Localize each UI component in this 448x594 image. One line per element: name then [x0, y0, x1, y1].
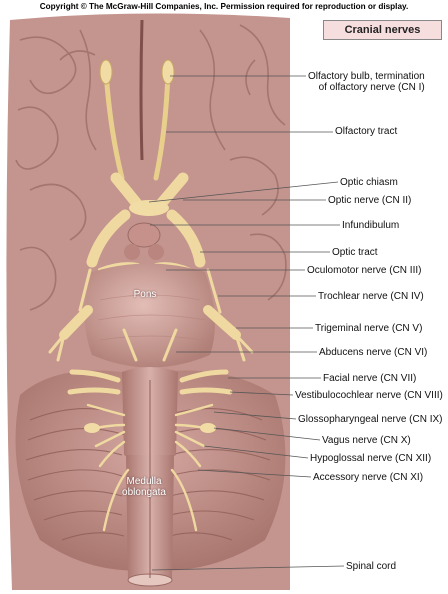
leader-lines	[148, 75, 345, 571]
olfactory-bulb-right	[161, 59, 175, 85]
label-optic-tract: Optic tract	[332, 247, 378, 258]
label-olfactory-tract: Olfactory tract	[335, 126, 398, 137]
label-olfactory-bulb-line2: of olfactory nerve (CN I)	[318, 82, 425, 93]
facial-vestibulocochlear-nerves	[67, 369, 233, 395]
infundibulum	[127, 222, 161, 248]
longitudinal-fissure	[139, 19, 144, 161]
label-vestibulocochlear: Vestibulocochlear nerve (CN VIII)	[295, 390, 443, 401]
label-optic-chiasm: Optic chiasm	[340, 177, 398, 188]
olfactory-bulb-left	[99, 59, 113, 85]
medulla-label-line2: oblongata	[122, 487, 166, 498]
label-accessory: Accessory nerve (CN XI)	[313, 472, 424, 483]
trigeminal-branches	[48, 333, 254, 362]
pons-fibers	[97, 294, 206, 341]
trochlear-nerves	[78, 268, 222, 314]
figure-title: Cranial nerves	[323, 20, 442, 40]
label-facial: Facial nerve (CN VII)	[323, 373, 417, 384]
label-trochlear: Trochlear nerve (CN IV)	[318, 291, 424, 302]
medulla-label-line1: Medulla	[126, 476, 162, 487]
label-infundibulum: Infundibulum	[342, 220, 400, 231]
label-spinal-cord: Spinal cord	[346, 561, 397, 572]
abducens-nerves	[122, 328, 178, 362]
cerebellum-folia	[25, 408, 271, 541]
mammillary-left	[124, 244, 140, 260]
copyright-notice: Copyright © The McGraw-Hill Companies, I…	[39, 2, 409, 11]
optic-chiasm	[129, 200, 169, 216]
label-olfactory-bulb: Olfactory bulb, termination of olfactory…	[308, 71, 425, 93]
label-abducens: Abducens nerve (CN VI)	[319, 347, 428, 358]
label-optic-nerve: Optic nerve (CN II)	[328, 195, 412, 206]
label-vagus: Vagus nerve (CN X)	[322, 435, 411, 446]
label-oculomotor: Oculomotor nerve (CN III)	[307, 265, 422, 276]
pons	[85, 263, 215, 368]
trigeminal-nerves	[59, 305, 241, 340]
label-hypoglossal: Hypoglossal nerve (CN XII)	[310, 453, 432, 464]
medulla-label: Medulla oblongata	[112, 476, 176, 498]
label-glossopharyngeal: Glossopharyngeal nerve (CN IX)	[298, 414, 443, 425]
label-olfactory-bulb-line1: Olfactory bulb, termination	[308, 71, 425, 82]
label-trigeminal: Trigeminal nerve (CN V)	[315, 323, 423, 334]
optic-pathway	[86, 172, 206, 268]
mammillary-right	[148, 244, 164, 260]
pons-label: Pons	[133, 289, 157, 300]
